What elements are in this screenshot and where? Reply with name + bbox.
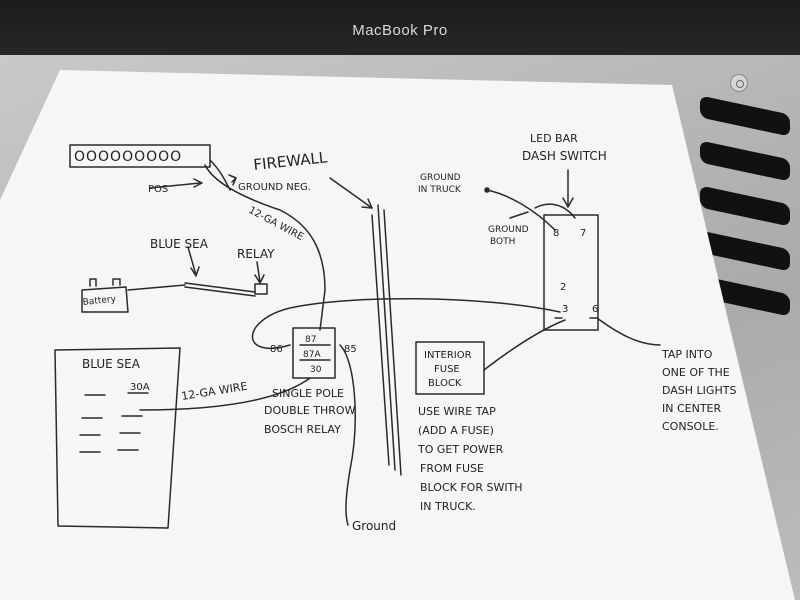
fuse-block-label-1: INTERIOR	[424, 350, 472, 361]
power-button[interactable]	[730, 74, 748, 92]
switch-pin-6: 6	[592, 304, 598, 315]
blue-sea-top-label: BLUE SEA	[150, 237, 209, 251]
ground-bottom-label: Ground	[352, 519, 396, 533]
relay-desc-line-1: SINGLE POLE	[272, 387, 344, 400]
relay-desc-line-2: DOUBLE THROW	[264, 404, 356, 417]
battery-label: Battery	[82, 294, 117, 307]
relay-top-symbol	[254, 283, 268, 295]
ground-both-label-2: BOTH	[490, 237, 515, 247]
wire-tap-note-1: USE WIRE TAP	[418, 405, 496, 418]
fuse-rating-label: 30A	[130, 382, 150, 393]
ground-both-label-1: GROUND	[488, 225, 529, 235]
firewall-line	[377, 204, 396, 471]
wire-tap-note-2: (ADD A FUSE)	[418, 424, 494, 437]
fuse-block-label-3: BLOCK	[428, 378, 462, 389]
dash-light-note-2: ONE OF THE	[662, 366, 730, 379]
dash-light-tap-wire	[596, 317, 661, 346]
blue-sea-fuse-panel	[54, 347, 181, 529]
power-wire-to-relay	[204, 164, 326, 331]
fuse-feed-wire	[139, 377, 311, 411]
wire-tap-note-4: FROM FUSE	[420, 462, 484, 475]
fuse-tap-wire	[483, 319, 566, 371]
pos-label: POS	[148, 184, 168, 195]
laptop-brand-label: MacBook Pro	[352, 22, 448, 39]
ground-in-truck-label-2: IN TRUCK	[418, 185, 462, 195]
led-dash-switch	[543, 214, 599, 331]
relay-label: RELAY	[237, 247, 275, 261]
dash-light-note-5: CONSOLE.	[662, 420, 719, 433]
switch-title-1: LED BAR	[530, 132, 578, 145]
ground-both-jumper	[534, 203, 576, 219]
fuse-block-label-2: FUSE	[434, 364, 460, 375]
switch-pin-2: 2	[560, 282, 566, 293]
interior-fuse-block	[415, 341, 485, 395]
ground-in-truck-label-1: GROUND	[420, 173, 461, 183]
ground-neg-label: GROUND NEG.	[238, 182, 311, 193]
wire-tap-note-6: IN TRUCK.	[420, 500, 476, 513]
switch-pin-7: 7	[580, 228, 586, 239]
relay-pin-85: 85	[344, 344, 357, 355]
dash-light-note-1: TAP INTO	[661, 348, 713, 361]
blue-sea-switch	[184, 282, 256, 293]
battery-symbol	[81, 286, 129, 313]
relay-desc-line-3: BOSCH RELAY	[264, 423, 341, 436]
relay-ground-wire	[339, 344, 356, 526]
firewall-arrow	[329, 177, 373, 209]
switch-title-2: DASH SWITCH	[522, 149, 607, 163]
relay-pin-87: 87	[305, 335, 316, 345]
dash-light-note-4: IN CENTER	[662, 402, 721, 415]
relay-pin-87a: 87A	[303, 350, 321, 360]
relay-pin-86: 86	[270, 344, 283, 355]
dash-light-note-3: DASH LIGHTS	[662, 384, 736, 397]
fuse-panel-title: BLUE SEA	[82, 357, 141, 371]
switch-pin-8: 8	[553, 228, 559, 239]
switch-pin-3: 3	[562, 304, 568, 315]
wire-tap-note-3: TO GET POWER	[417, 443, 504, 456]
relay-pin-30: 30	[310, 365, 322, 375]
led-light-bar	[69, 144, 211, 168]
led-bar-lamps: OOOOOOOOO	[74, 149, 182, 165]
bosch-relay	[292, 327, 336, 379]
truck-ground-wire	[486, 189, 556, 231]
wire-tap-note-5: BLOCK FOR SWITH	[420, 481, 523, 494]
paper-sheet	[0, 70, 795, 600]
switch-signal-wire	[251, 297, 561, 350]
